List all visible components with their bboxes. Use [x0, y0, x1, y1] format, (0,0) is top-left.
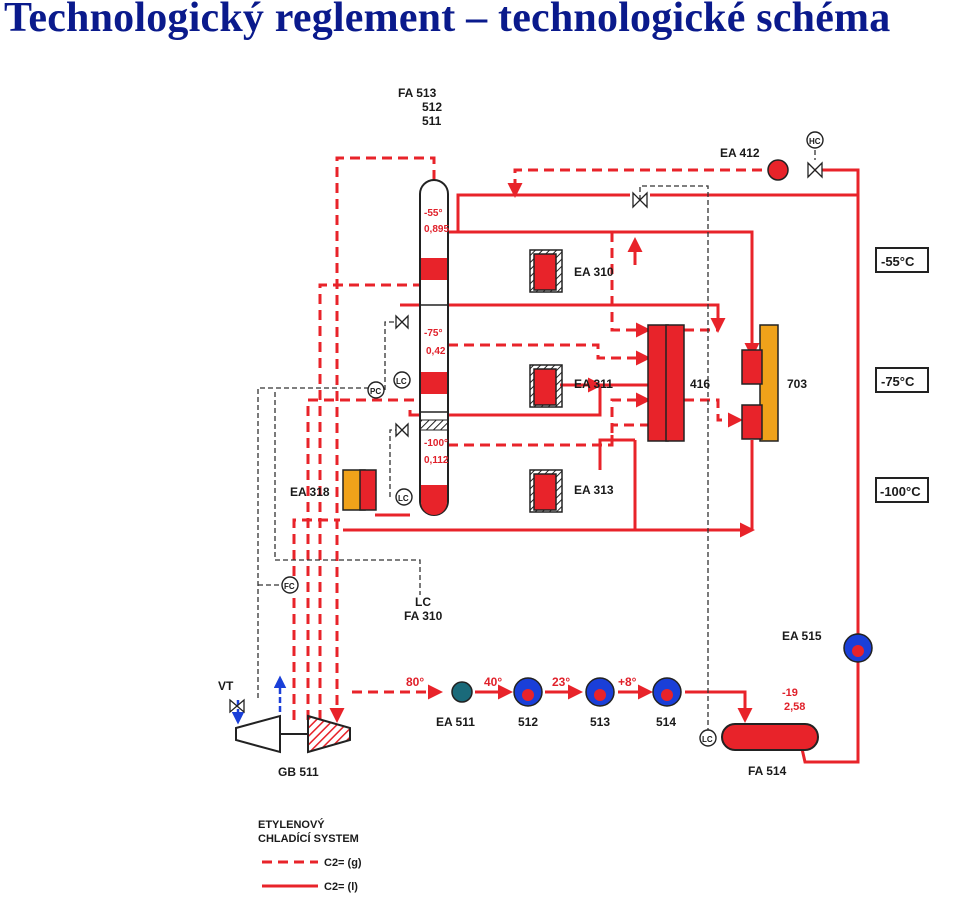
level-100: -100°C: [880, 484, 921, 499]
label-pc: PC: [370, 387, 381, 396]
label-703: 703: [787, 377, 807, 391]
temp-80: 80°: [406, 675, 424, 689]
column-sec3-pressure: 0,112: [424, 455, 449, 466]
controller-lc-lower: [395, 488, 413, 506]
label-lc-upper: LC: [396, 377, 407, 386]
label-vt: VT: [218, 679, 234, 693]
legend-title-2: CHLADÍCÍ SYSTEM: [258, 832, 359, 845]
temp-23: 23°: [552, 675, 570, 689]
cooler-ea-511: [451, 681, 473, 703]
column-sec1-temp: -55°: [424, 208, 442, 219]
temp-8: +8°: [618, 675, 637, 689]
level-box-55: [875, 247, 929, 273]
column-sec3-temp: -100°: [424, 438, 448, 449]
label-lc-lower: LC: [398, 494, 409, 503]
label-ea-310: EA 310: [574, 265, 614, 279]
column-fa-511-513: [419, 179, 449, 516]
gas-lines: [292, 156, 778, 723]
unit-703: [741, 324, 779, 442]
fa-column-label-2: 512: [422, 100, 442, 114]
label-ea-511: EA 511: [436, 715, 475, 729]
fa-column-label-1: FA 513: [398, 86, 437, 100]
controller-lc-fa514: [699, 729, 717, 747]
exchanger-ea-318: [342, 469, 377, 511]
label-416: 416: [690, 377, 710, 391]
valve-column-upper: [395, 314, 409, 330]
page-title: Technologický reglement – technologické …: [4, 0, 891, 41]
controller-hc: [806, 131, 824, 149]
legend-title-1: ETYLENOVÝ: [258, 818, 325, 831]
exchanger-ea-311: [529, 364, 563, 408]
exchanger-ea-313: [529, 469, 563, 513]
label-fc: FC: [284, 582, 295, 591]
condenser-512: [513, 677, 543, 707]
pump-ea-412: [767, 159, 789, 181]
label-ea-412: EA 412: [720, 146, 760, 160]
legend-gas-label: C2= (g): [324, 857, 362, 869]
fa514-pressure: 2,58: [784, 701, 805, 713]
column-sec2-temp: -75°: [424, 328, 442, 339]
label-ea-318: EA 318: [290, 485, 330, 499]
label-ea-515: EA 515: [782, 629, 822, 643]
label-lc-fa310-2: FA 310: [404, 609, 443, 623]
fa514-temp: -19: [782, 687, 798, 699]
condenser-513: [585, 677, 615, 707]
level-55: -55°C: [881, 254, 915, 269]
label-hc: HC: [809, 137, 821, 146]
compressor-gb-511: [229, 675, 351, 754]
valve-column-lower: [395, 422, 409, 438]
valve-hc: [807, 161, 823, 179]
label-ea-311: EA 311: [574, 377, 613, 391]
legend-liquid-label: C2= (l): [324, 881, 358, 893]
label-fa-514: FA 514: [748, 764, 787, 778]
level-box-100: [875, 477, 929, 503]
temp-40: 40°: [484, 675, 502, 689]
exchanger-ea-310: [529, 249, 563, 293]
controller-pc: [367, 381, 385, 399]
controller-lc-upper: [393, 371, 411, 389]
drum-fa-514: [721, 723, 819, 751]
label-lc-fa514: LC: [702, 735, 713, 744]
label-ea-313: EA 313: [574, 483, 614, 497]
fa-column-label-3: 511: [422, 114, 442, 128]
level-box-75: [875, 367, 929, 393]
label-lc-fa310-1: LC: [415, 595, 431, 609]
label-514: 514: [656, 715, 676, 729]
label-gb-511: GB 511: [278, 765, 319, 779]
column-sec1-pressure: 0,895: [424, 224, 449, 235]
control-lines: [257, 150, 816, 735]
controller-fc: [281, 576, 299, 594]
unit-416: [647, 324, 685, 442]
condenser-514: [652, 677, 682, 707]
column-sec2-pressure: 0,42: [426, 346, 446, 357]
level-75: -75°C: [881, 374, 915, 389]
legend: ETYLENOVÝ CHLADÍCÍ SYSTEM C2= (g) C2= (l…: [258, 818, 362, 893]
label-512: 512: [518, 715, 538, 729]
valve-return: [632, 191, 648, 209]
exchanger-ea-515: [843, 633, 873, 663]
liquid-lines: [343, 168, 860, 764]
label-513: 513: [590, 715, 610, 729]
